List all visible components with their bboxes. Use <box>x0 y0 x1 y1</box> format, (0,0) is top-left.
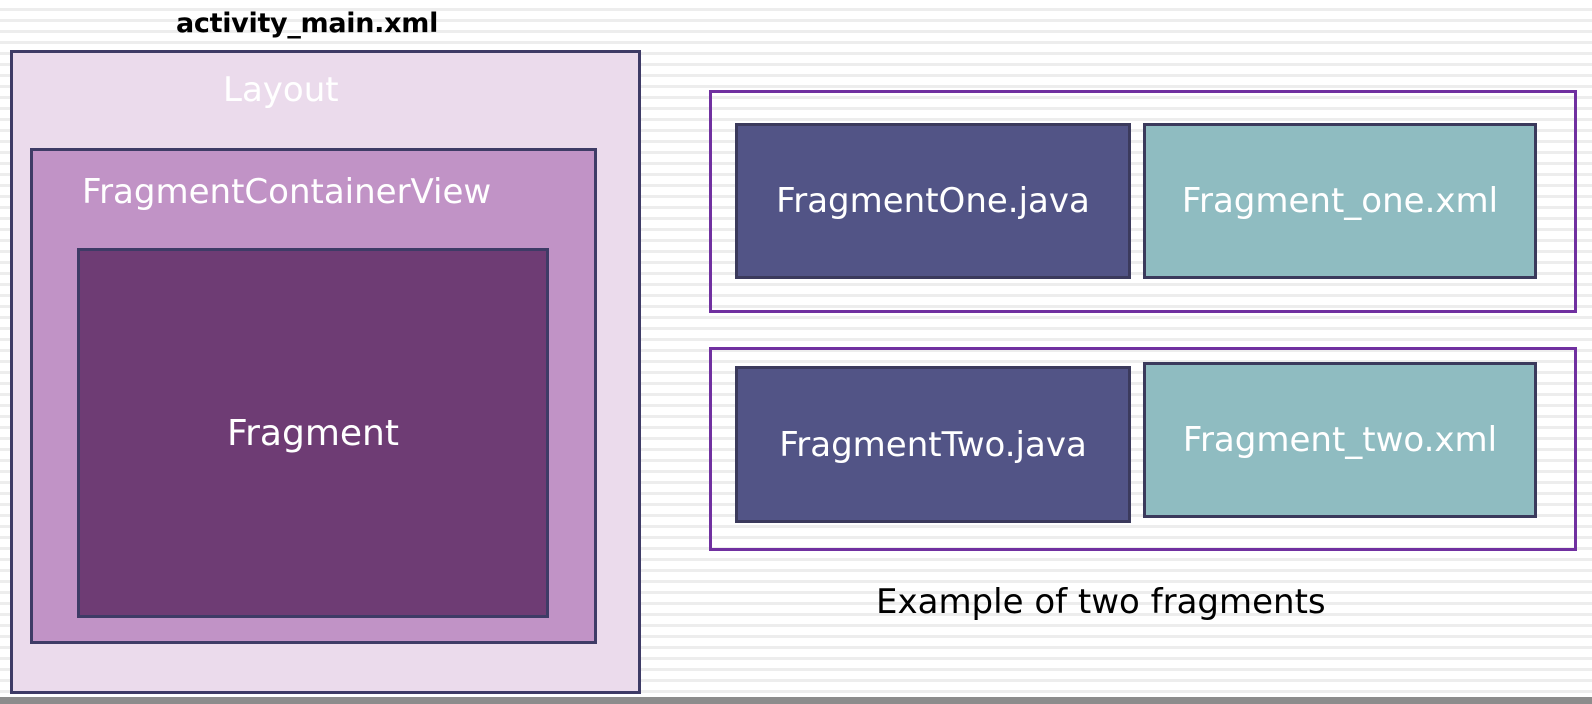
fragment-label: Fragment <box>227 412 399 454</box>
layout-label: Layout <box>223 70 339 110</box>
bottom-bar <box>0 697 1592 704</box>
fragment-two-xml-label: Fragment_two.xml <box>1182 420 1498 460</box>
fragment-one-xml-box: Fragment_one.xml <box>1143 123 1537 279</box>
fragment-container-view-label: FragmentContainerView <box>82 172 492 212</box>
fragment-two-java-box: FragmentTwo.java <box>735 366 1131 523</box>
fragment-two-group <box>709 347 1577 551</box>
fragment-one-xml-label: Fragment_one.xml <box>1181 181 1499 221</box>
fragment-two-java-label: FragmentTwo.java <box>779 424 1087 465</box>
fragment-box: Fragment <box>77 248 549 618</box>
activity-main-title: activity_main.xml <box>176 8 439 39</box>
fragment-one-java-box: FragmentOne.java <box>735 123 1131 279</box>
fragment-one-group <box>709 90 1577 313</box>
fragment-one-java-label: FragmentOne.java <box>776 181 1090 221</box>
diagram-caption: Example of two fragments <box>876 582 1326 622</box>
fragment-two-xml-box: Fragment_two.xml <box>1143 362 1537 518</box>
